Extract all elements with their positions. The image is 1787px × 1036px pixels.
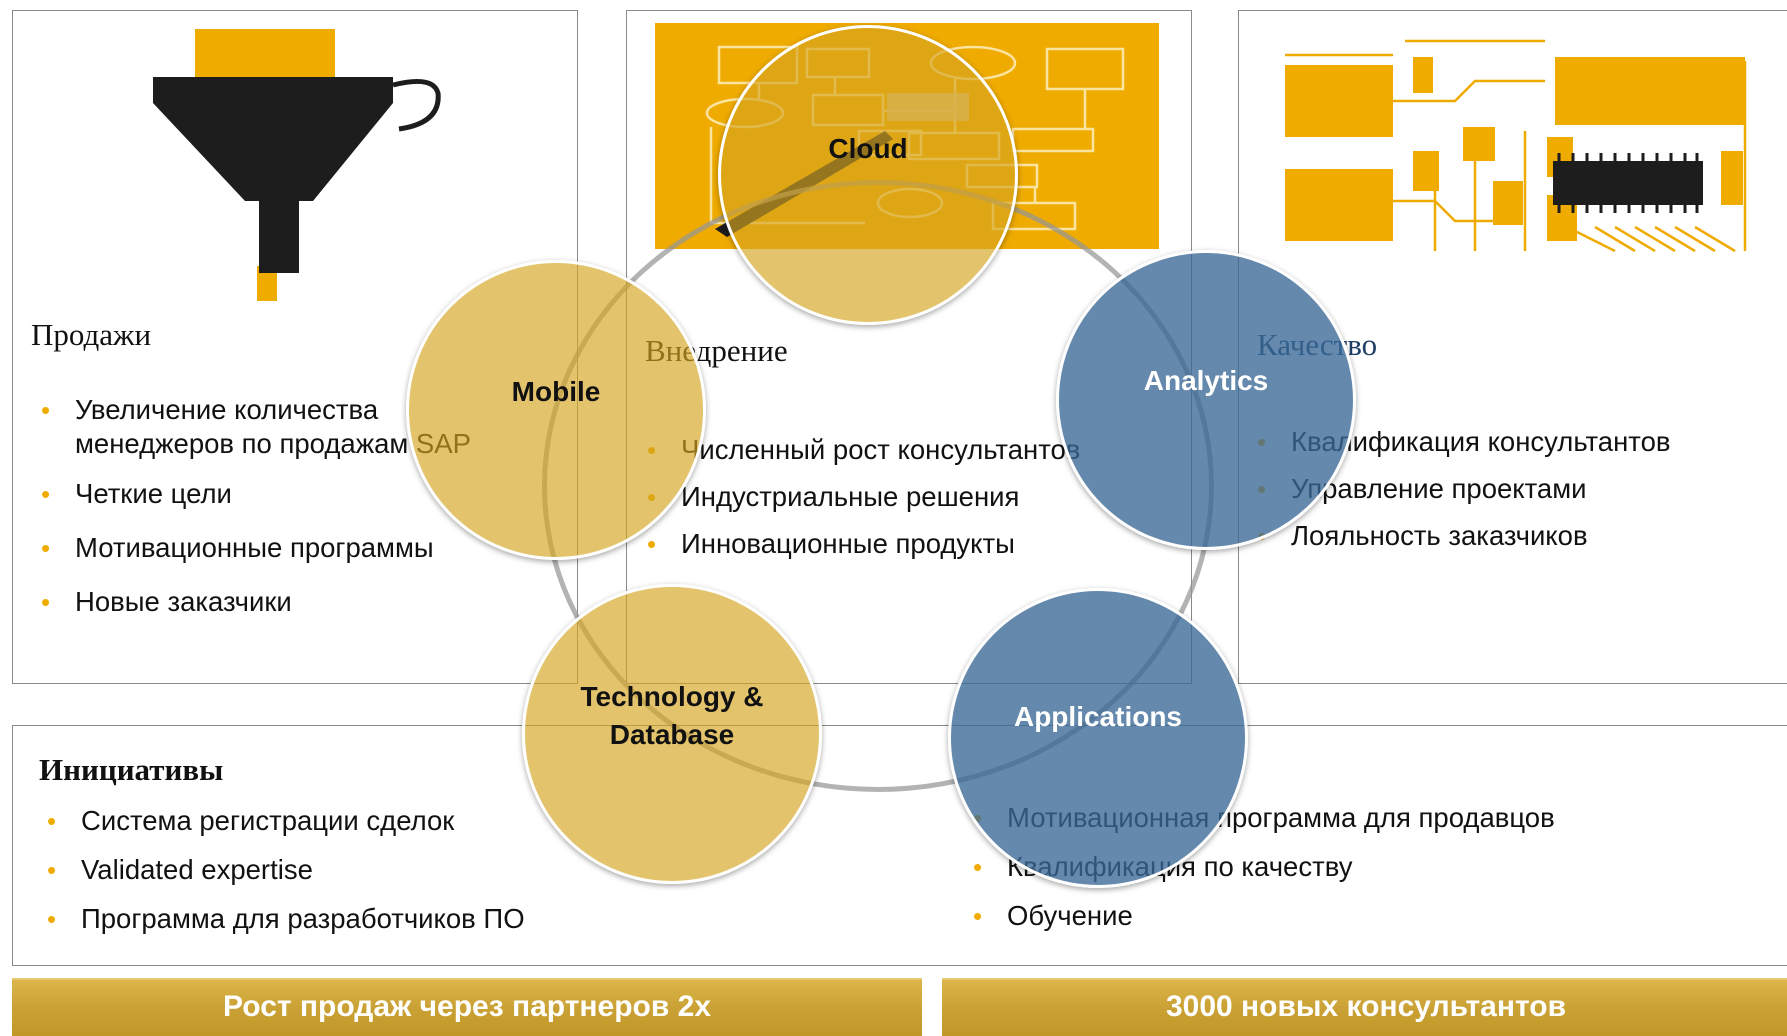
circle-applications-label: Applications — [1013, 701, 1182, 732]
circle-cloud-label: Cloud — [828, 133, 908, 164]
circle-analytics-label: Analytics — [1143, 365, 1269, 396]
circle-mobile-label: Mobile — [511, 376, 601, 407]
list-item: Новые заказчики — [41, 585, 521, 619]
circle-technology-database: Technology & Database — [522, 584, 822, 884]
circuit-board-icon — [1285, 39, 1747, 253]
list-item: Увеличение количества менеджеров по прод… — [41, 393, 521, 461]
circle-analytics: Analytics — [1056, 250, 1356, 550]
list-item: Мотивационные программы — [41, 531, 521, 565]
funnel-icon — [153, 29, 441, 301]
circle-mobile: Mobile — [406, 260, 706, 560]
circle-technology-line2: Database — [609, 719, 735, 750]
list-item: Лояльность заказчиков — [1257, 519, 1777, 553]
goal-bar-consultants: 3000 новых консультантов — [942, 978, 1787, 1036]
list-item: Четкие цели — [41, 477, 521, 511]
sales-heading: Продажи — [31, 317, 152, 352]
quality-list: Квалификация консультантов Управление пр… — [1257, 425, 1777, 553]
circle-technology-line1: Technology & — [580, 681, 764, 712]
list-item: Обучение — [973, 899, 1753, 933]
initiatives-heading: Инициативы — [39, 752, 224, 787]
list-item: Управление проектами — [1257, 472, 1777, 506]
sales-list: Увеличение количества менеджеров по прод… — [41, 393, 521, 619]
goal-bar-sales: Рост продаж через партнеров 2x — [12, 978, 922, 1036]
circle-applications: Applications — [948, 588, 1248, 888]
list-item: Система регистрации сделок — [47, 804, 607, 838]
circle-cloud: Cloud — [718, 25, 1018, 325]
list-item: Программа для разработчиков ПО — [47, 902, 607, 936]
list-item: Validated expertise — [47, 853, 607, 887]
circle-technology-label: Technology & Database — [580, 678, 763, 754]
quality-panel: Качество Квалификация консультантов Упра… — [1238, 10, 1787, 684]
initiatives-left-list: Система регистрации сделок Validated exp… — [47, 804, 607, 936]
